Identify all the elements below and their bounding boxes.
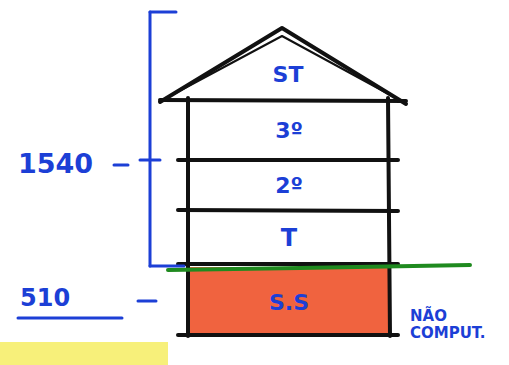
roof-inner [170, 36, 396, 98]
highlight [0, 342, 168, 365]
underline [18, 317, 122, 320]
floor-band: 3º [192, 102, 386, 158]
roof [160, 28, 406, 104]
dimension-tick [140, 159, 160, 162]
floor-label: ST [273, 62, 304, 87]
floor-label: S.S [269, 290, 309, 315]
basement-band: S.S [192, 272, 386, 332]
note: NÃO COMPUT. [410, 308, 504, 343]
floor-band: 2º [192, 162, 386, 208]
dimension-value: 510 [20, 285, 70, 313]
floor-line [160, 100, 406, 101]
floor-label: 3º [275, 118, 303, 143]
floor-label: 2º [275, 173, 303, 198]
roof-floor: ST [200, 52, 376, 96]
floor-line [178, 333, 398, 337]
ground-line [168, 265, 470, 270]
dimension-tick [150, 11, 176, 14]
dimension-tick [150, 265, 184, 268]
dimension-line [149, 12, 152, 266]
dash [138, 300, 156, 303]
dimension-value: 1540 [18, 148, 93, 179]
floor-line [178, 210, 398, 211]
leader-line [114, 164, 128, 167]
basement-fill [188, 267, 390, 335]
wall [388, 98, 390, 336]
wall [186, 98, 190, 336]
floor-band: T [192, 213, 386, 262]
floor-line [178, 158, 398, 162]
floor-label: T [281, 224, 297, 252]
